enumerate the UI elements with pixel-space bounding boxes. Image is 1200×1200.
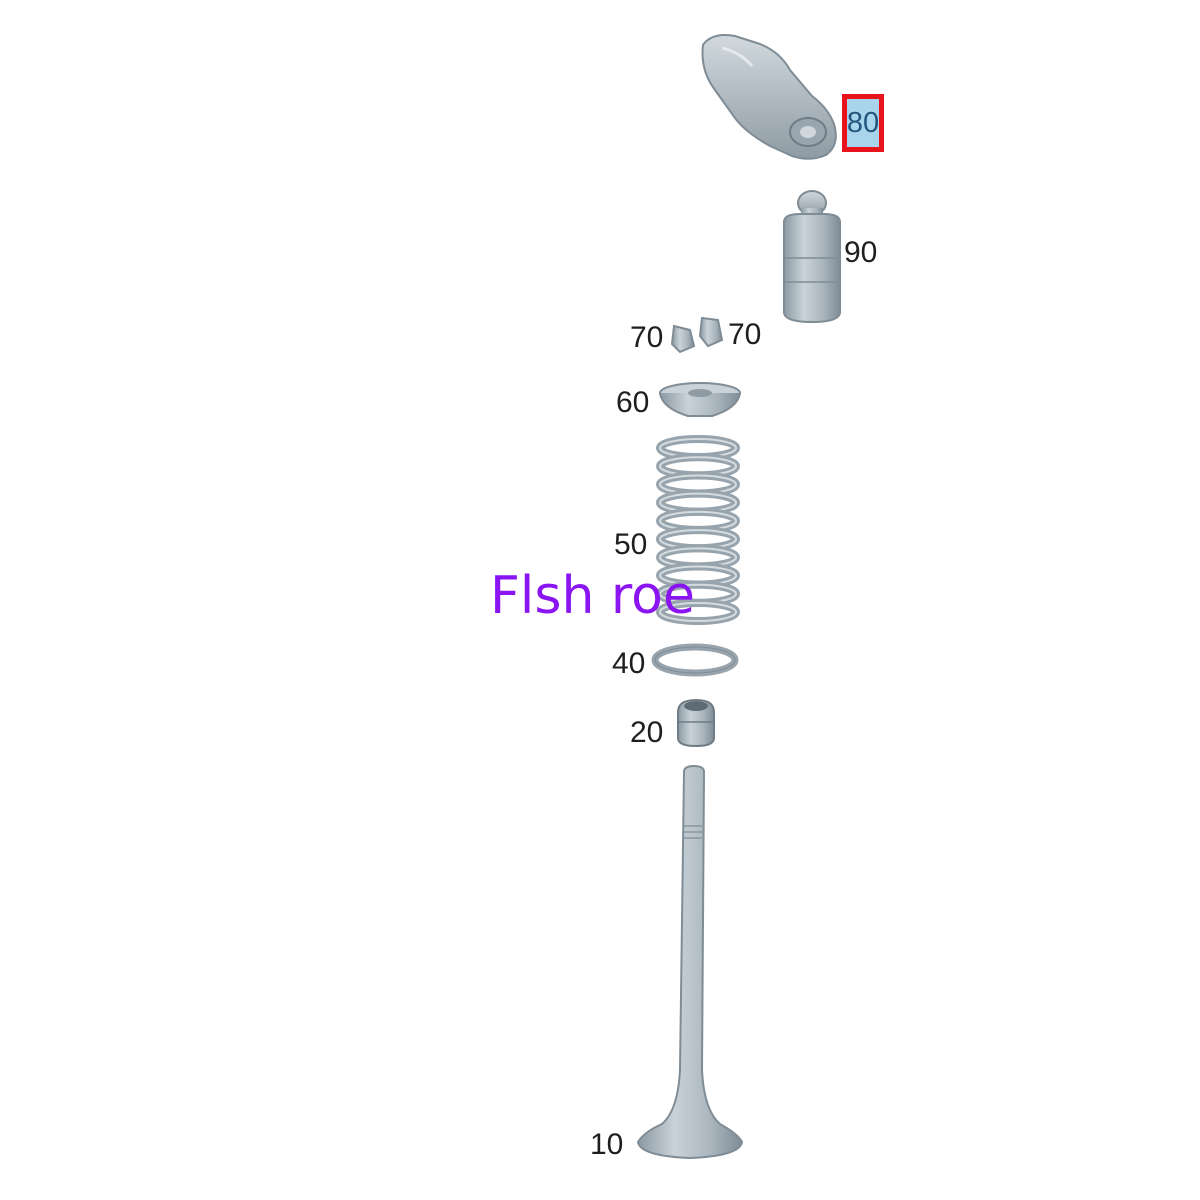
callout-90: 90 <box>844 236 878 269</box>
valve-stem-seal-part <box>677 698 715 748</box>
callout-80: 80 <box>846 106 880 139</box>
spring-coil-highlight <box>659 602 737 622</box>
callout-50: 50 <box>614 528 648 561</box>
watermark-text: Flsh roe <box>490 566 695 626</box>
spring-retainer-part <box>659 382 741 417</box>
valve-keeper-right-part <box>698 316 724 348</box>
callout-80-highlight: 80 <box>842 94 884 152</box>
callout-20: 20 <box>630 716 664 749</box>
hydraulic-lifter-part <box>783 190 841 324</box>
spring-seat-washer-part <box>651 643 739 677</box>
callout-70-right: 70 <box>728 318 762 351</box>
valve-part <box>636 764 744 1160</box>
rocker-arm-part <box>701 34 837 160</box>
valve-keeper-left-part <box>670 324 696 354</box>
valve-spring-part <box>656 435 740 625</box>
callout-60: 60 <box>616 386 650 419</box>
callout-40: 40 <box>612 647 646 680</box>
callout-70-left: 70 <box>630 321 664 354</box>
callout-10: 10 <box>590 1128 624 1161</box>
